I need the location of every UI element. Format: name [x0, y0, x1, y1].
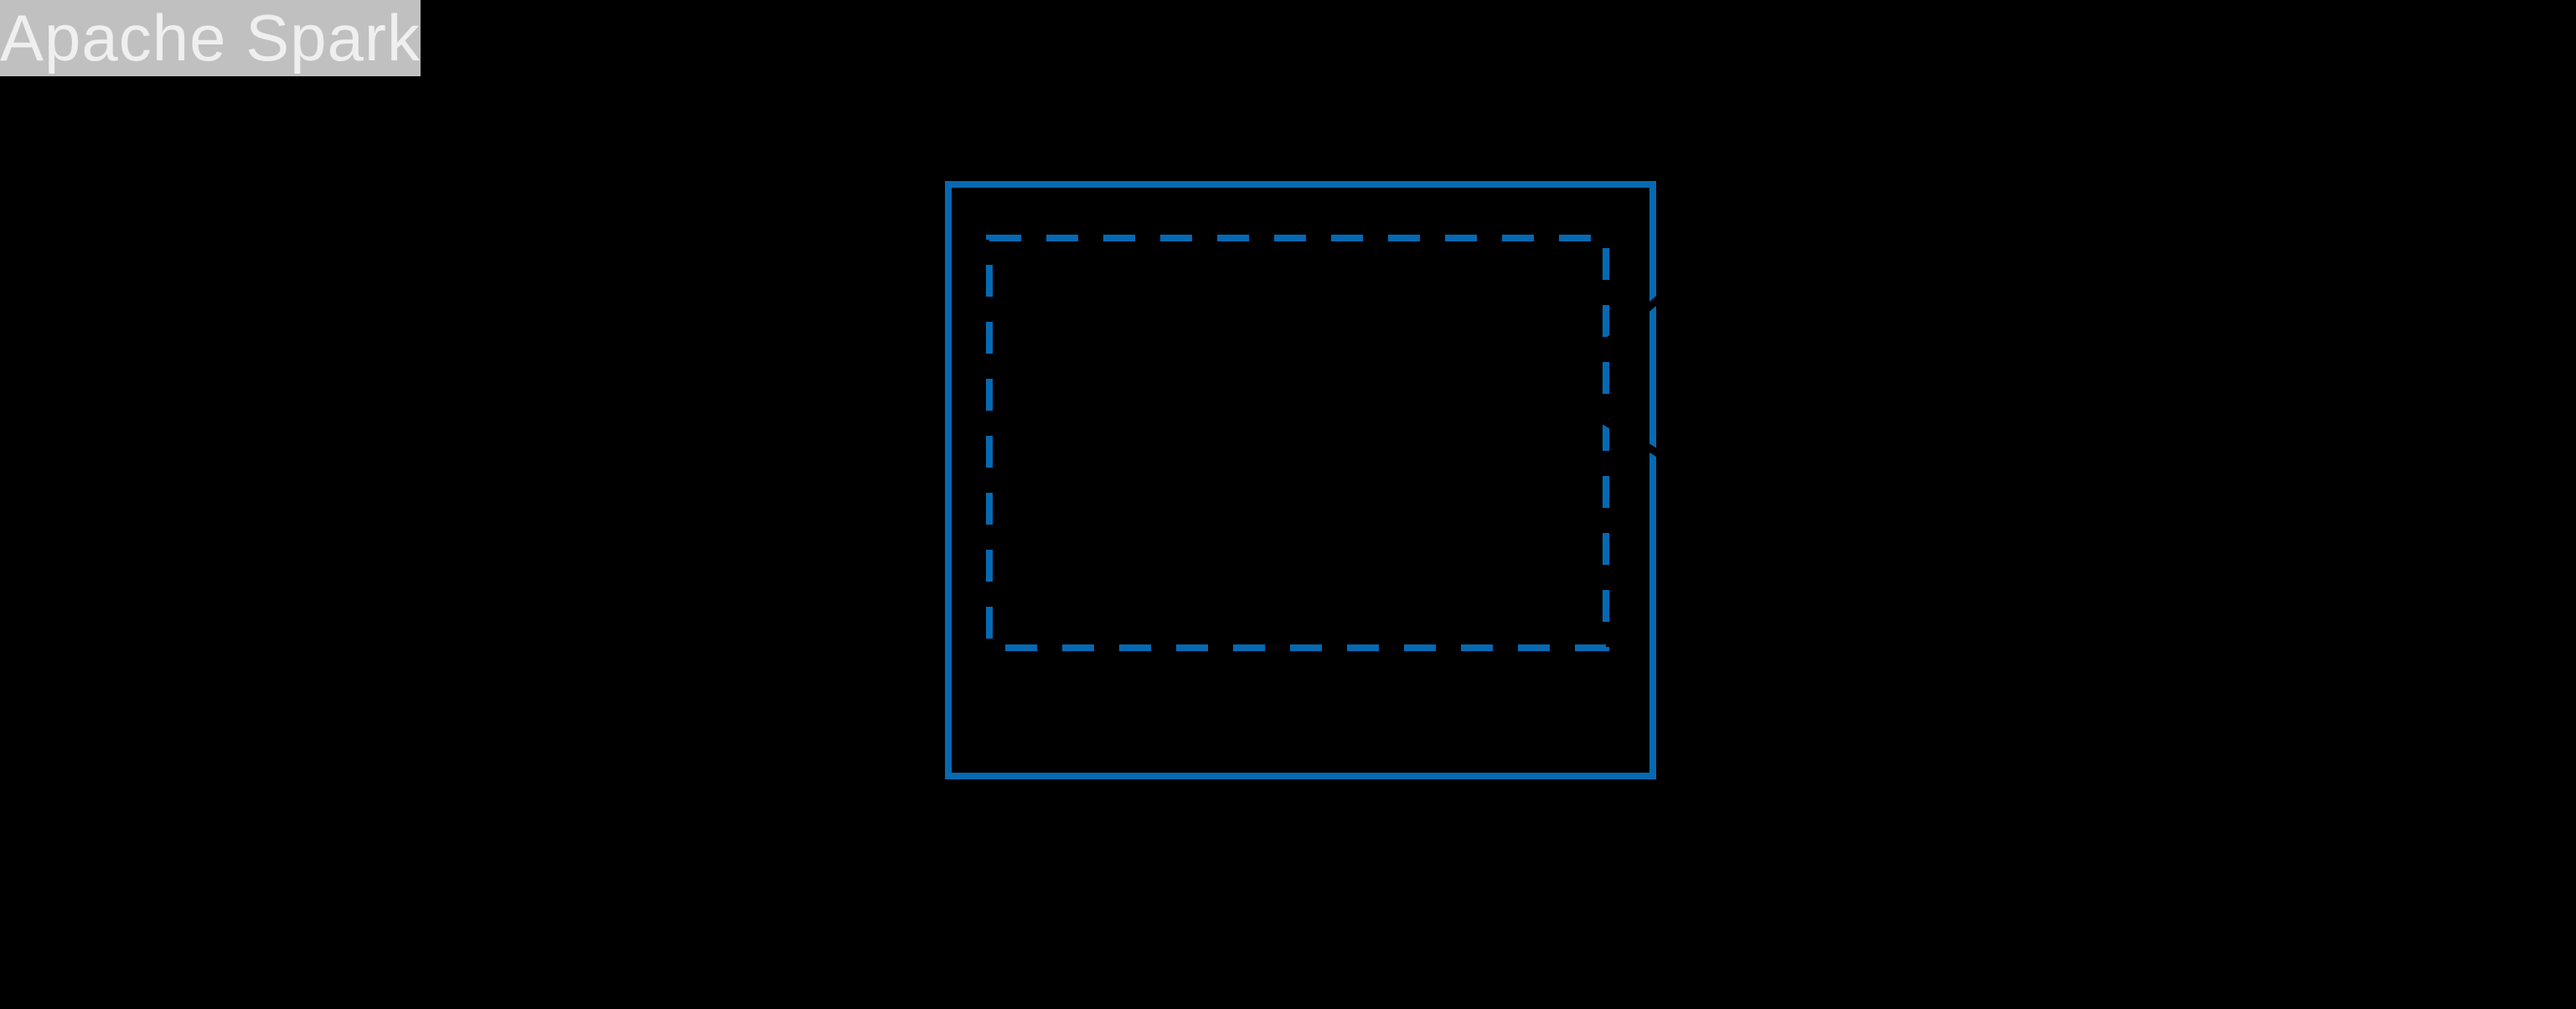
expansion-line-bottom: [1548, 385, 2018, 671]
host-box-border: [945, 181, 1656, 779]
sgx-connector-dot: [522, 508, 535, 521]
enclave-dashed-border: [986, 235, 1609, 651]
app-connector-dot: [1544, 382, 1557, 396]
expansion-line-top: [1548, 0, 2018, 392]
apache-spark-label: Apache Spark: [0, 1, 421, 75]
apache-spark-box: Apache Spark: [0, 0, 421, 76]
